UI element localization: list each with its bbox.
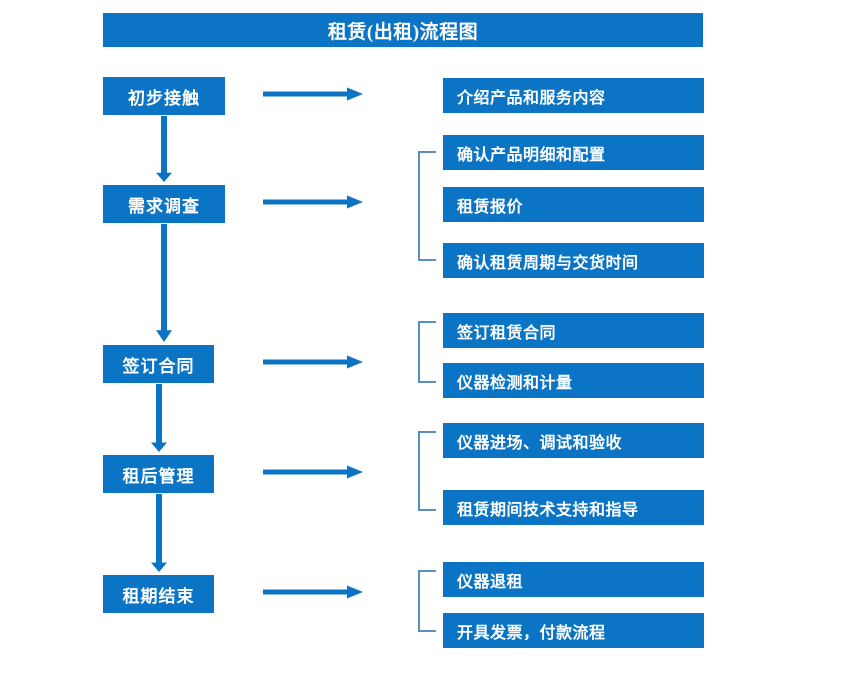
stage-box-lease-end[interactable]: 租期结束 bbox=[103, 575, 214, 613]
bracket-post-rental-group bbox=[418, 431, 436, 511]
detail-box-sign-rental-contract[interactable]: 签订租赁合同 bbox=[443, 313, 704, 348]
stage-box-initial-contact[interactable]: 初步接触 bbox=[103, 77, 225, 115]
detail-box-instrument-return[interactable]: 仪器退租 bbox=[443, 562, 704, 597]
detail-box-confirm-rental-period[interactable]: 确认租赁周期与交货时间 bbox=[443, 243, 704, 278]
bracket-sign-contract-group bbox=[418, 321, 436, 383]
stage-box-demand-survey[interactable]: 需求调查 bbox=[103, 185, 225, 223]
detail-box-instrument-inspection[interactable]: 仪器检测和计量 bbox=[443, 363, 704, 398]
arrow-right-icon-2 bbox=[263, 194, 363, 210]
arrow-down-icon-2 bbox=[155, 224, 173, 342]
detail-box-introduce-products[interactable]: 介绍产品和服务内容 bbox=[443, 78, 704, 113]
bracket-demand-survey-group bbox=[418, 151, 436, 261]
arrow-right-icon-3 bbox=[263, 354, 363, 370]
detail-box-rental-quote[interactable]: 租赁报价 bbox=[443, 187, 704, 222]
arrow-down-icon-3 bbox=[150, 384, 168, 452]
stage-box-post-rental-management[interactable]: 租后管理 bbox=[103, 455, 214, 493]
detail-box-technical-support[interactable]: 租赁期间技术支持和指导 bbox=[443, 490, 704, 525]
detail-box-confirm-product-details[interactable]: 确认产品明细和配置 bbox=[443, 135, 704, 170]
arrow-right-icon-5 bbox=[263, 584, 363, 600]
detail-box-invoice-payment[interactable]: 开具发票，付款流程 bbox=[443, 613, 704, 648]
arrow-down-icon-4 bbox=[150, 494, 168, 572]
arrow-right-icon-1 bbox=[263, 86, 363, 102]
bracket-lease-end-group bbox=[418, 570, 436, 632]
stage-box-sign-contract[interactable]: 签订合同 bbox=[103, 345, 214, 383]
detail-box-instrument-entry-commissioning[interactable]: 仪器进场、调试和验收 bbox=[443, 423, 704, 458]
arrow-down-icon-1 bbox=[155, 116, 173, 182]
arrow-right-icon-4 bbox=[263, 464, 363, 480]
page-title: 租赁(出租)流程图 bbox=[103, 13, 703, 47]
